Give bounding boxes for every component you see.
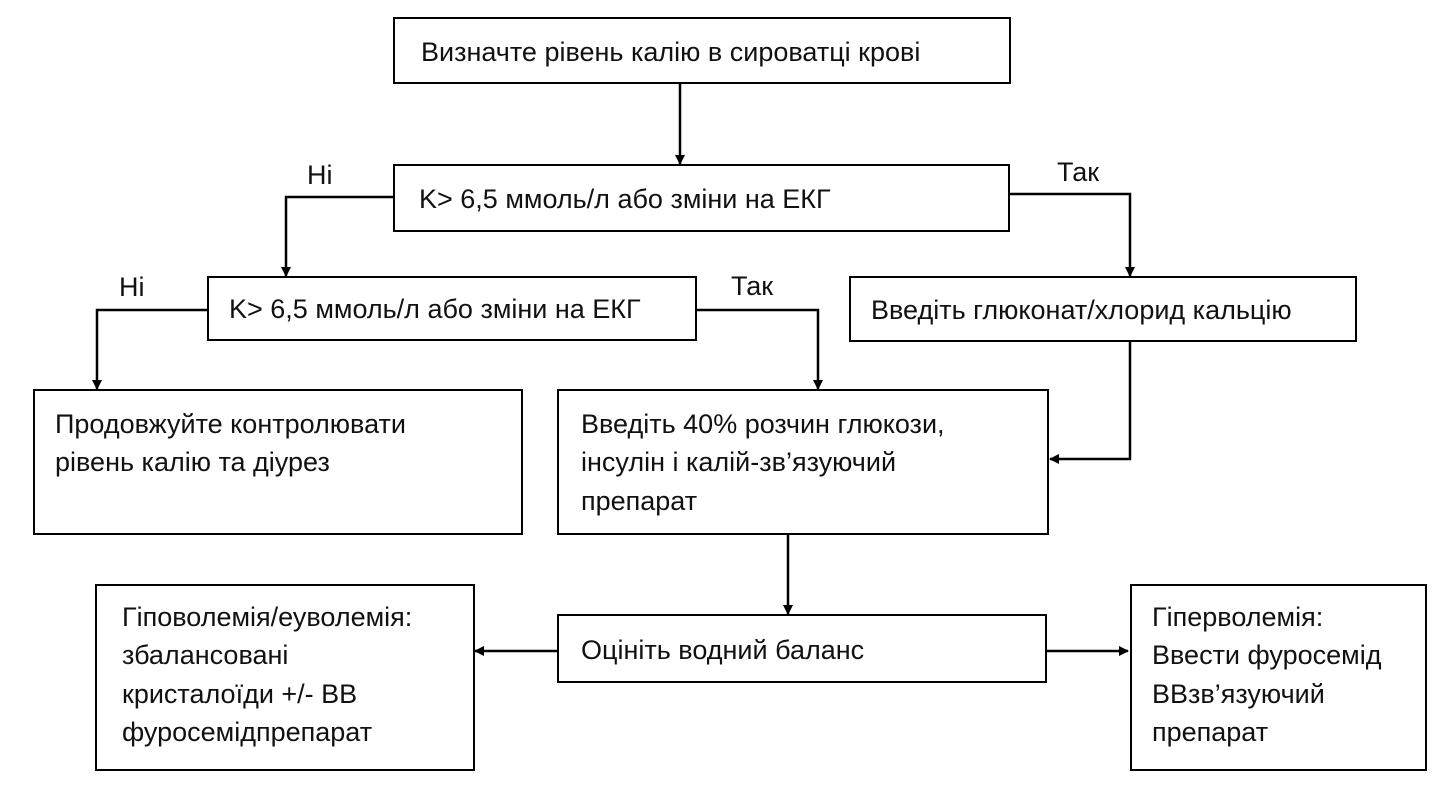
node-text: Гіповолемія/еуволемія: [122,602,413,632]
node-monitor: Продовжуйте контролювати рівень калію та… [33,389,523,535]
node-check-1: K> 6,5 ммоль/л або зміни на ЕКГ [393,164,1010,232]
node-text: Ввести фуросемід [1152,640,1382,671]
node-text: рівень калію та діурез [55,447,330,478]
node-glucose-insulin: Введіть 40% розчин глюкози, інсулін і ка… [557,389,1049,535]
node-measure-potassium: Визначте рівень калію в сироватці крові [393,17,1011,84]
node-text: Введіть глюконат/хлорид кальцію [871,295,1292,325]
arrow-calcium-to-glucose [1049,342,1132,464]
node-text: Гіперволемія: [1152,602,1324,632]
edge-label-check1-no: Ні [307,160,333,190]
arrow-check2-no [92,308,207,390]
node-text: препарат [1152,716,1269,747]
node-text: Введіть 40% розчин глюкози, [581,409,945,439]
edge-label-check1-yes: Так [1057,157,1100,187]
node-check-2: K> 6,5 ммоль/л або зміни на ЕКГ [207,276,697,341]
node-text: фуросемідпрепарат [122,716,373,747]
node-fluid-balance: Оцініть водний баланс [557,614,1047,683]
node-text: препарат [581,485,698,516]
node-text: ВВзв’язуючий [1152,678,1325,709]
node-hypovolemia: Гіповолемія/еуволемія: збалансовані крис… [95,584,475,771]
arrow-check1-no [281,195,393,277]
node-text: збалансовані [122,640,289,671]
node-calcium: Введіть глюконат/хлорид кальцію [849,276,1357,342]
arrow-check1-yes [1009,192,1135,277]
edge-label-check2-no: Ні [119,272,145,302]
node-text: Визначте рівень калію в сироватці крові [421,37,921,67]
node-text: K> 6,5 ммоль/л або зміни на ЕКГ [229,294,641,324]
node-hypervolemia: Гіперволемія: Ввести фуросемід ВВзв’язую… [1130,584,1427,771]
node-text: K> 6,5 ммоль/л або зміни на ЕКГ [419,184,831,214]
node-text: інсулін і калій-зв’язуючий [581,447,897,478]
arrow-check2-yes [696,308,823,390]
edge-label-check2-yes: Так [731,271,774,301]
node-text: Продовжуйте контролювати [55,409,406,439]
node-text: кристалоїди +/- ВВ [122,678,358,709]
node-text: Оцініть водний баланс [581,635,865,665]
